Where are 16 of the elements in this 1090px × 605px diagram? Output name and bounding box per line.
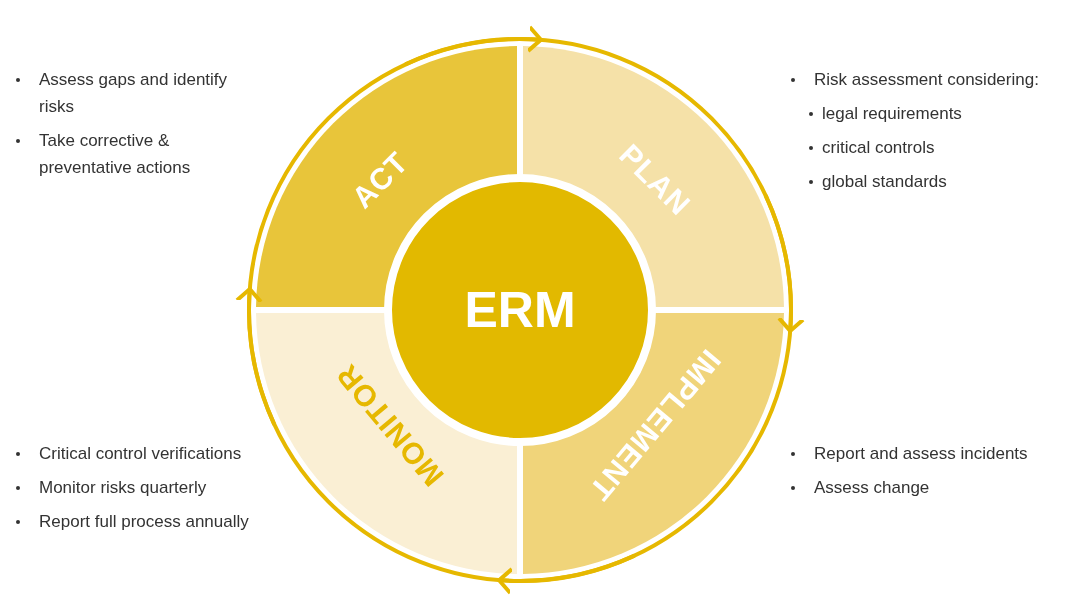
center-label: ERM — [464, 281, 576, 339]
cycle-arrow — [763, 194, 805, 333]
cycle-arrow — [404, 25, 543, 67]
bullet-text: critical controls — [822, 138, 935, 157]
cycle-arrow — [235, 287, 277, 426]
bullet-text: Risk assessment considering: — [814, 70, 1039, 89]
bullet-text: legal requirements — [822, 104, 962, 123]
bullet-text: Assess gaps and identify risks — [39, 70, 228, 116]
bullet-text: Report and assess incidents — [814, 444, 1028, 463]
bullet-text: global standards — [822, 172, 947, 191]
bullet-text: Monitor risks quarterly — [39, 478, 207, 497]
cycle-arrow — [497, 553, 636, 595]
bullet-text: Take corrective & preventative actions — [39, 131, 191, 177]
bullet-text: Critical control verifications — [39, 444, 242, 463]
bullet-text: Assess change — [814, 478, 930, 497]
bullet-text: Report full process annually — [39, 512, 249, 531]
